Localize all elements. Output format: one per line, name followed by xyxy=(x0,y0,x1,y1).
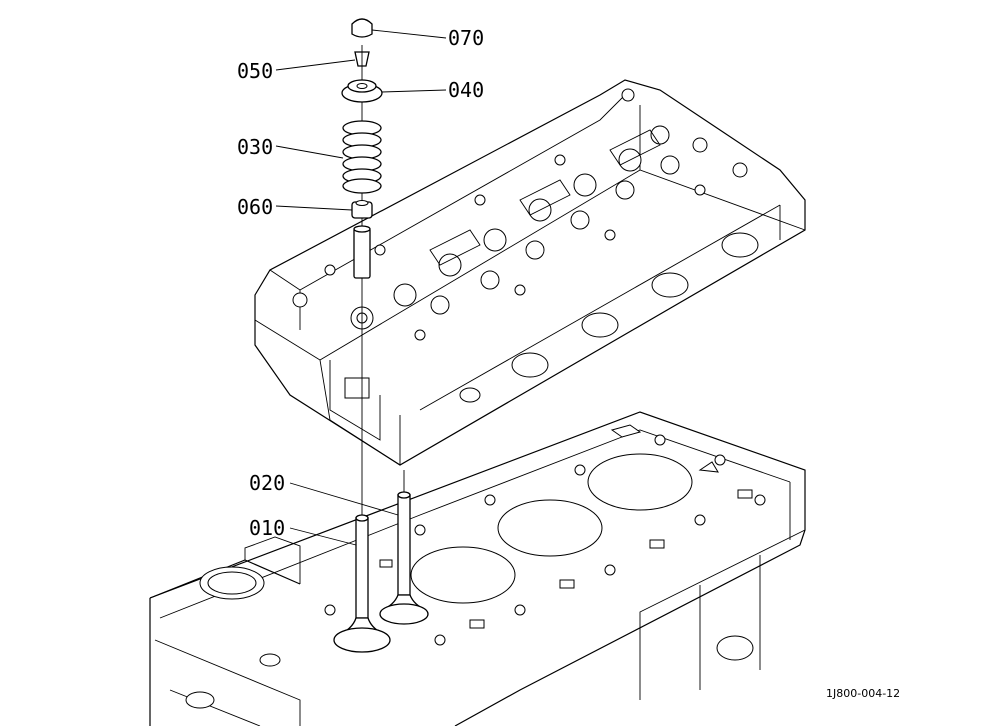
callout-040: 040 xyxy=(448,78,484,102)
spring-retainer-part xyxy=(341,79,383,103)
callout-060: 060 xyxy=(237,195,273,219)
cylinder-head xyxy=(254,79,806,466)
callout-070: 070 xyxy=(448,26,484,50)
valve-010-part xyxy=(333,514,391,653)
callout-030: 030 xyxy=(237,135,273,159)
valve-spring-part xyxy=(342,120,382,194)
valve-collet-part xyxy=(354,51,370,67)
block-deck-holes xyxy=(324,424,766,646)
valve-cap-part xyxy=(351,18,373,38)
figure-code: 1J800-004-12 xyxy=(826,687,900,700)
head-top-holes xyxy=(292,88,748,341)
leader-lines xyxy=(275,29,447,546)
cylinder-block xyxy=(149,411,806,726)
callout-020: 020 xyxy=(249,471,285,495)
valve-guide-part xyxy=(353,225,371,279)
callout-010: 010 xyxy=(249,516,285,540)
callout-050: 050 xyxy=(237,59,273,83)
stem-seal-part xyxy=(351,200,373,219)
valve-020-part xyxy=(379,491,429,625)
